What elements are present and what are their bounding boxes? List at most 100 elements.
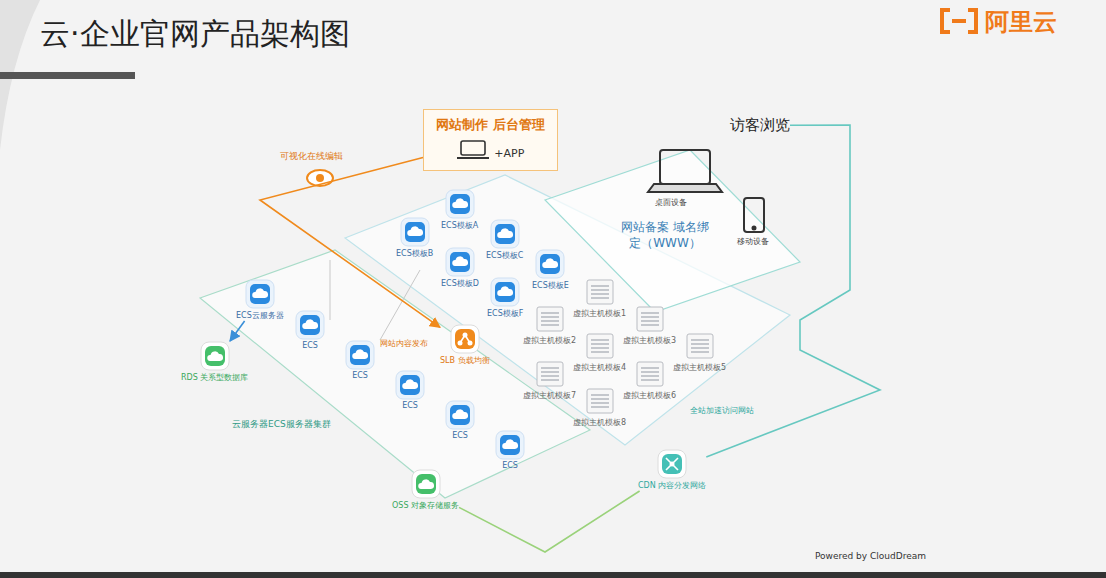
- green-icon: [200, 341, 230, 371]
- ecs-server: ECS模板A: [441, 189, 478, 231]
- node-label: 网站制作 后台管理: [436, 116, 545, 134]
- node-label: OSS 对象存储服务: [392, 500, 459, 511]
- mobile-device-icon: [744, 198, 764, 232]
- laptop-icon: [456, 140, 490, 160]
- panel-leader: [330, 260, 420, 340]
- green-icon: [411, 469, 441, 499]
- blue-icon: [345, 340, 375, 370]
- ecs-server: ECS模板B: [396, 217, 433, 259]
- blue-icon: [445, 247, 475, 277]
- node-label: ECS模板E: [532, 280, 569, 291]
- node-label: CDN 内容分发网络: [638, 480, 706, 491]
- flow-note: 可视化在线编辑: [280, 150, 343, 163]
- node-label: 网站备案 域名绑定（WWW）: [617, 219, 713, 251]
- flow-note: 全站加速访问网站: [690, 405, 754, 416]
- node-label: ECS云服务器: [236, 310, 284, 321]
- node-label: 虚拟主机模板4: [573, 362, 626, 373]
- node-label: RDS 关系型数据库: [181, 372, 248, 383]
- virtual-host: 虚拟主机模板2: [523, 304, 576, 346]
- grey-icon: [685, 331, 715, 361]
- node-label: 虚拟主机模板6: [623, 390, 676, 401]
- virtual-host: 虚拟主机模板1: [573, 277, 626, 319]
- grey-icon: [585, 386, 615, 416]
- node-label: 虚拟主机模板8: [573, 417, 626, 428]
- connector: [260, 158, 440, 328]
- virtual-host: 虚拟主机模板4: [573, 331, 626, 373]
- teal-icon: [657, 449, 687, 479]
- node-label: 虚拟主机模板5: [673, 362, 726, 373]
- blue-icon: [245, 279, 275, 309]
- ecs-server: ECS: [295, 310, 325, 350]
- device-label: 桌面设备: [655, 197, 687, 208]
- ecs-server: ECS: [445, 400, 475, 440]
- grey-icon: [585, 277, 615, 307]
- blue-icon: [490, 219, 520, 249]
- storage-service: OSS 对象存储服务: [392, 469, 459, 511]
- domain-panel: [545, 150, 800, 312]
- node-label: ECS模板F: [487, 308, 523, 319]
- page-title: 云·企业官网产品架构图: [40, 14, 350, 55]
- ecs-server: ECS: [495, 430, 525, 470]
- node-label: 虚拟主机模板1: [573, 308, 626, 319]
- node-label: ECS: [345, 371, 375, 380]
- ecs-server: ECS: [345, 340, 375, 380]
- ecs-cluster-panel: [200, 250, 590, 498]
- domain-node: 网站备案 域名绑定（WWW）: [617, 219, 713, 251]
- node-label: ECS: [495, 461, 525, 470]
- cdn-node: CDN 内容分发网络: [638, 449, 706, 491]
- connector: [459, 491, 640, 552]
- node-label: 访客浏览: [730, 116, 790, 135]
- connector: [230, 321, 245, 341]
- grey-icon: [535, 359, 565, 389]
- blue-icon: [295, 310, 325, 340]
- virtual-host: 虚拟主机模板8: [573, 386, 626, 428]
- ecs-server: ECS模板F: [487, 277, 523, 319]
- blue-icon: [445, 400, 475, 430]
- bottom-bar: [0, 572, 1106, 578]
- ecs-server: ECS模板C: [486, 219, 523, 261]
- desktop-device-icon: [648, 150, 722, 192]
- logo-mark: [942, 10, 976, 32]
- node-label: 虚拟主机模板7: [523, 390, 576, 401]
- node-label: ECS: [445, 431, 475, 440]
- virtual-host: 虚拟主机模板6: [623, 359, 676, 401]
- ecs-server: ECS模板D: [441, 247, 479, 289]
- node-label: ECS模板D: [441, 278, 479, 289]
- grey-icon: [635, 359, 665, 389]
- node-sublabel: +APP: [494, 147, 524, 160]
- credit-line: Powered by CloudDream: [815, 551, 926, 561]
- ecs-server: ECS云服务器: [236, 279, 284, 321]
- orange-icon: [450, 324, 480, 354]
- ecs-server: ECS模板E: [532, 249, 569, 291]
- virtual-host: 虚拟主机模板7: [523, 359, 576, 401]
- blue-icon: [400, 217, 430, 247]
- virtual-host: 虚拟主机模板3: [623, 304, 676, 346]
- node-label: 虚拟主机模板3: [623, 335, 676, 346]
- node-label: ECS模板B: [396, 248, 433, 259]
- node-label: ECS模板C: [486, 250, 523, 261]
- blue-icon: [535, 249, 565, 279]
- node-label: SLB 负载均衡: [440, 355, 490, 366]
- flow-note: 网站内容发布: [380, 338, 428, 349]
- node-label: ECS: [395, 401, 425, 410]
- ecs-server: ECS: [395, 370, 425, 410]
- brand-logo: 阿里云: [985, 6, 1057, 38]
- group-label: 云服务器ECS服务器集群: [232, 418, 331, 431]
- virtual-host: 虚拟主机模板5: [673, 331, 726, 373]
- blue-icon: [445, 189, 475, 219]
- title-underline: [0, 72, 135, 79]
- blue-icon: [490, 277, 520, 307]
- blue-icon: [495, 430, 525, 460]
- node-label: ECS模板A: [441, 220, 478, 231]
- grey-icon: [535, 304, 565, 334]
- visitor-node: 访客浏览: [730, 116, 790, 135]
- admin-box: 网站制作 后台管理 +APP: [423, 109, 558, 171]
- blue-icon: [395, 370, 425, 400]
- storage-service: RDS 关系型数据库: [181, 341, 248, 383]
- grey-icon: [635, 304, 665, 334]
- node-label: 虚拟主机模板2: [523, 335, 576, 346]
- device-label: 移动设备: [737, 236, 769, 247]
- grey-icon: [585, 331, 615, 361]
- slb-balancer: SLB 负载均衡: [440, 324, 490, 366]
- node-label: ECS: [295, 341, 325, 350]
